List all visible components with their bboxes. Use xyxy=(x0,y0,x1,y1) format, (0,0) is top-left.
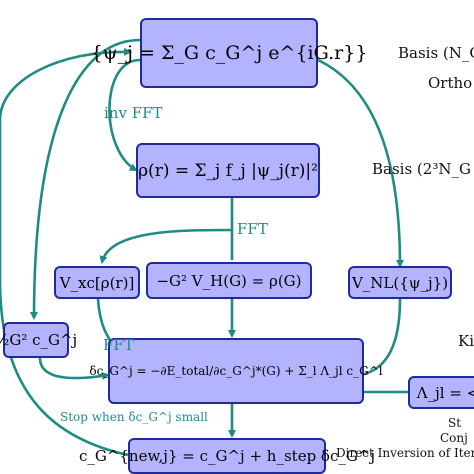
lambda-box: Λ_jl = < xyxy=(408,376,474,409)
ki-text: Ki xyxy=(458,332,474,350)
rho-formula: ρ(r) = Σ_j f_j |ψ_j(r)|² xyxy=(138,160,318,181)
basis-mid-text: Basis (2³N_G xyxy=(372,160,471,178)
inv-fft-label: inv FFT xyxy=(104,104,163,122)
kinetic-formula: ½G² c_G^j xyxy=(0,331,78,349)
lambda-formula: Λ_jl = < xyxy=(416,383,474,402)
conj-text: Conj xyxy=(440,431,468,445)
direct-inversion-text: Direct Inversion of Iter xyxy=(336,446,474,460)
fft-partial-label: FFT xyxy=(103,336,134,354)
fft-label: FFT xyxy=(237,220,268,238)
psi-box: {ψ_j = Σ_G c_G^j e^{iG.r}} xyxy=(91,18,367,88)
st-text: St xyxy=(448,416,462,430)
basis-top-text: Basis (N_G xyxy=(398,44,474,62)
arrow-vnl-to-delta xyxy=(353,298,402,380)
delta-formula: δc_G^j = −∂E_total/∂c_G^j*(G) + Σ_l Λ_jl… xyxy=(89,364,383,378)
vh-box: −G² V_H(G) = ρ(G) xyxy=(146,262,312,299)
rho-box: ρ(r) = Σ_j f_j |ψ_j(r)|² xyxy=(136,143,320,198)
vxc-box: V_xc[ρ(r)] xyxy=(54,266,140,299)
cnew-box: c_G^{new,j} = c_G^j + h_step δc_G^j xyxy=(79,438,375,474)
delta-box: δc_G^j = −∂E_total/∂c_G^j*(G) + Σ_l Λ_jl… xyxy=(89,338,383,404)
vxc-formula: V_xc[ρ(r)] xyxy=(59,273,135,292)
vh-formula: −G² V_H(G) = ρ(G) xyxy=(156,271,302,290)
kinetic-box: ½G² c_G^j xyxy=(0,322,77,358)
arrow-rho-to-vxc xyxy=(99,228,233,264)
psi-formula: {ψ_j = Σ_G c_G^j e^{iG.r}} xyxy=(90,42,368,64)
arrow-psi-to-rho xyxy=(108,58,141,172)
arrow-psi-to-vnl xyxy=(317,58,404,268)
vnl-box: V_NL({ψ_j}) xyxy=(348,266,452,299)
arrow-psi-to-kin xyxy=(30,38,141,320)
stop-label: Stop when δc_G^j small xyxy=(60,410,208,424)
arrow-cnew-loop-to-psi xyxy=(0,47,132,457)
arrow-kin-to-delta xyxy=(38,357,110,380)
ortho-text: Ortho xyxy=(428,74,473,92)
cnew-formula: c_G^{new,j} = c_G^j + h_step δc_G^j xyxy=(78,447,376,465)
vnl-formula: V_NL({ψ_j}) xyxy=(351,273,449,292)
